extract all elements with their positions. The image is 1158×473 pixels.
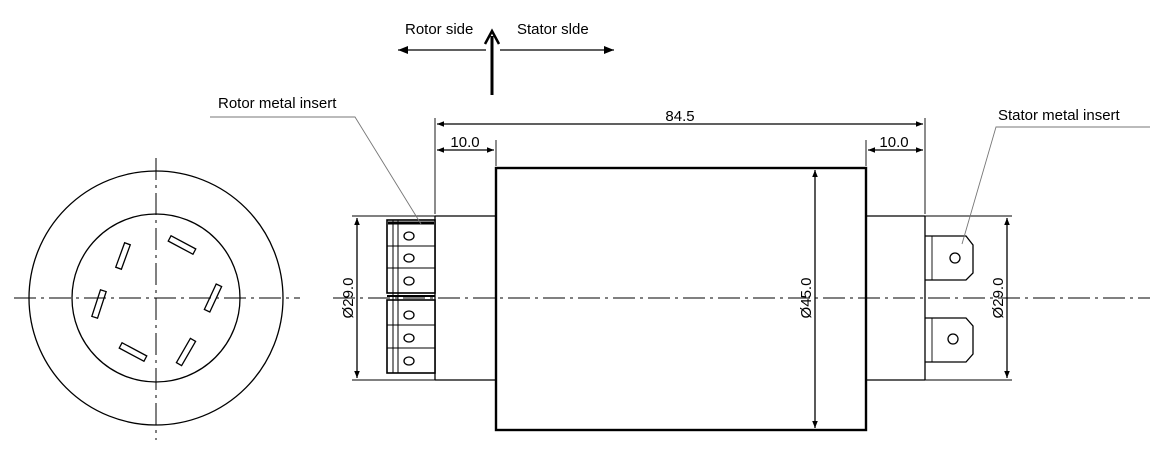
rotor-terminal-hole: [403, 231, 415, 241]
stator-tab-lower: [925, 317, 974, 363]
stator-tab-upper: [925, 235, 974, 281]
stator-insert-callout: Stator metal insert: [961, 107, 1150, 245]
rotor-side-label: Rotor side: [405, 21, 473, 38]
rotor-terminal-hole: [403, 253, 415, 263]
right-diameter-value: Ø29.0: [990, 278, 1007, 319]
stator-terminal-tabs: [925, 235, 974, 363]
pin-slot: [175, 337, 197, 367]
pin-slot: [203, 283, 223, 313]
stator-tab-hole: [947, 333, 959, 345]
rotor-terminal-hole: [403, 333, 415, 343]
rotor-terminal-upper: [386, 219, 436, 294]
end-view: [14, 158, 300, 440]
rotor-terminal-hole: [403, 310, 415, 320]
right-diameter-dimension: Ø29.0: [990, 218, 1010, 378]
rotor-terminal-hole: [403, 356, 415, 366]
right-hub: [866, 215, 1012, 381]
rotor-terminal-block: [386, 219, 436, 374]
left-step-dimension: 10.0: [437, 134, 497, 166]
stator-insert-label: Stator metal insert: [998, 107, 1121, 124]
pin-slot: [167, 234, 197, 256]
rotor-terminal-lower: [386, 299, 436, 374]
rotor-insert-callout: Rotor metal insert: [210, 95, 422, 225]
direction-indicator: Rotor side Stator slde: [398, 21, 614, 95]
rotor-insert-leader-line: [210, 116, 422, 225]
stator-insert-leader-line: [961, 126, 1150, 245]
pin-slot: [118, 341, 148, 363]
pin-slot: [114, 241, 132, 271]
left-diameter-dimension: Ø29.0: [340, 218, 360, 378]
overall-length-value: 84.5: [665, 108, 694, 125]
stator-side-label: Stator slde: [517, 21, 589, 38]
body-diameter-dimension: Ø45.0: [798, 170, 818, 428]
rotor-terminal-hole: [403, 276, 415, 286]
end-view-pins: [91, 234, 223, 367]
side-view: 84.5 10.0 10.0 Ø29.0 Ø45.0 Ø29.0: [333, 108, 1150, 432]
right-step-dimension: 10.0: [865, 134, 923, 166]
body-diameter-value: Ø45.0: [798, 278, 815, 319]
rotor-insert-label: Rotor metal insert: [218, 95, 337, 112]
pin-slot: [91, 288, 107, 320]
right-step-value: 10.0: [879, 134, 908, 151]
up-arrow-head: [483, 28, 501, 45]
main-body: [494, 166, 868, 432]
left-step-value: 10.0: [450, 134, 479, 151]
left-diameter-value: Ø29.0: [340, 278, 357, 319]
stator-tab-hole: [949, 252, 961, 264]
overall-length-dimension: 84.5: [434, 108, 926, 214]
